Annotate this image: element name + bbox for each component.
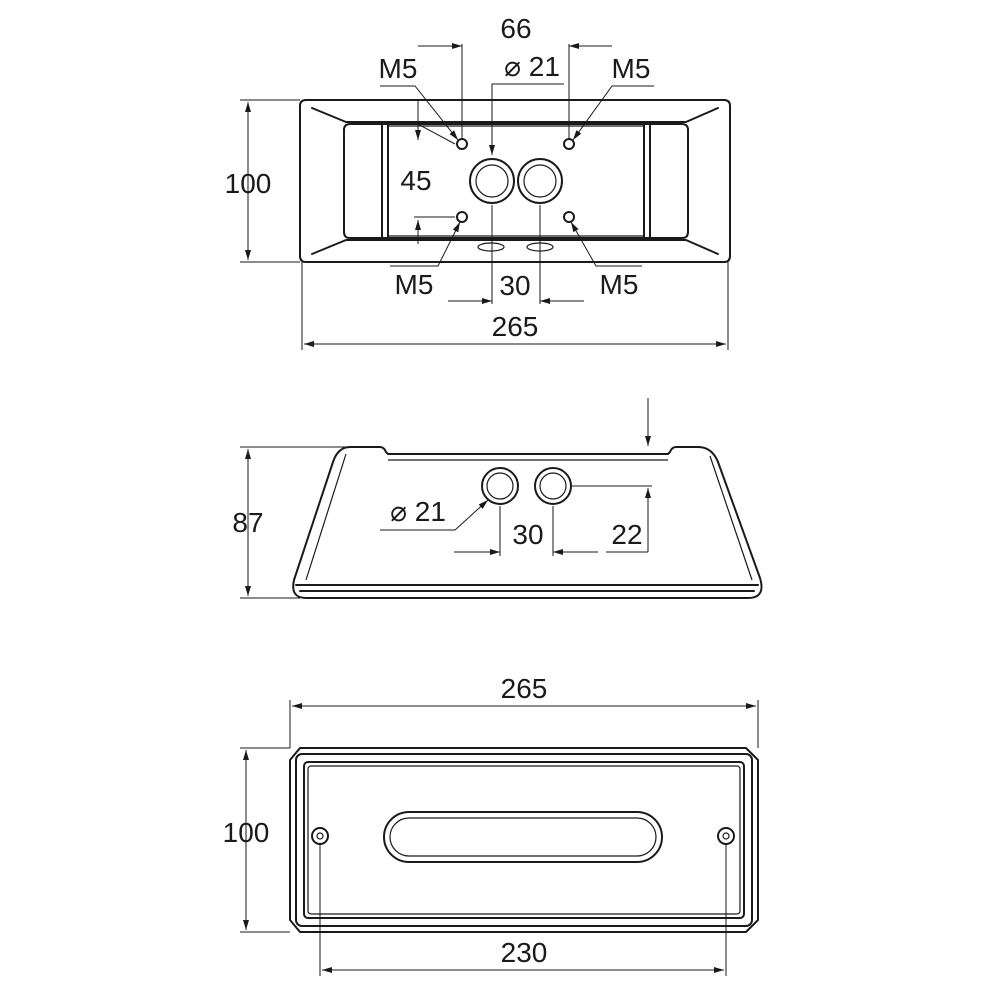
bottom-view-screw-left — [311, 827, 329, 845]
dim-diam-21-top-leader — [489, 83, 564, 155]
top-view-hole-right-inner — [523, 164, 557, 198]
dim-30-front-label: 30 — [512, 519, 543, 550]
dim-66-label: 66 — [500, 13, 531, 44]
dim-30-top-label: 30 — [499, 270, 530, 301]
bottom-view-frame — [295, 753, 753, 927]
dim-diam-21-top-label: ⌀ 21 — [504, 51, 560, 82]
bottom-view-screw-left-center — [316, 832, 324, 840]
thread-hole-bottom-right — [563, 211, 575, 223]
front-view-base — [295, 584, 759, 592]
dim-45-ext-top — [413, 121, 456, 145]
thread-hole-top-left — [456, 138, 468, 150]
bottom-view-slot-inner — [389, 817, 657, 857]
m5-top-right-leader — [572, 85, 654, 141]
front-view-hole-right-inner — [539, 472, 567, 500]
bottom-view: 265 100 230 — [223, 673, 759, 976]
top-view: 66 ⌀ 21 M5 M5 M5 M5 45 30 100 265 — [225, 13, 731, 350]
top-view-left-pocket — [381, 123, 389, 239]
dim-45-label: 45 — [400, 165, 431, 196]
front-view: 87 ⌀ 21 30 22 — [232, 398, 763, 599]
dim-100-bottom-label: 100 — [223, 817, 270, 848]
front-view-inner-outline — [305, 453, 753, 581]
m5-top-right-label: M5 — [612, 53, 651, 84]
m5-bottom-right-label: M5 — [600, 269, 639, 300]
dim-diam-21-front-leader — [380, 499, 489, 531]
m5-bottom-left-leader — [390, 221, 461, 267]
m5-top-left-label: M5 — [379, 53, 418, 84]
thread-hole-top-right — [563, 138, 575, 150]
top-view-right-pocket — [643, 123, 651, 239]
bottom-view-screw-right — [717, 827, 735, 845]
front-view-outline — [292, 446, 763, 599]
top-view-center-plate — [388, 125, 644, 237]
bottom-view-plate — [303, 761, 745, 919]
dim-230-label: 230 — [501, 937, 548, 968]
bottom-view-slot — [383, 811, 663, 863]
m5-bottom-right-leader — [570, 221, 642, 267]
top-view-hole-left-inner — [475, 164, 509, 198]
m5-bottom-left-label: M5 — [395, 269, 434, 300]
front-view-hole-left-inner — [486, 472, 514, 500]
dim-diam-21-front-label: ⌀ 21 — [390, 496, 446, 527]
top-view-hole-left — [469, 158, 515, 204]
top-view-hole-right — [517, 158, 563, 204]
dim-265-top-label: 265 — [492, 311, 539, 342]
front-view-hole-left — [481, 467, 519, 505]
m5-top-left-leader — [380, 85, 459, 141]
top-view-inner-outline — [311, 107, 719, 255]
bottom-view-screw-right-center — [722, 832, 730, 840]
bottom-view-plate-inner — [307, 765, 741, 915]
top-view-cavity — [343, 123, 689, 239]
dim-100-top-label: 100 — [225, 168, 272, 199]
dim-265-bottom-label: 265 — [501, 673, 548, 704]
bottom-view-outer — [289, 747, 759, 933]
dim-87-label: 87 — [232, 507, 263, 538]
top-view-outer-outline — [299, 99, 731, 263]
dim-22-label: 22 — [611, 519, 642, 550]
thread-hole-bottom-left — [456, 211, 468, 223]
top-view-cable-hole-left — [477, 242, 505, 252]
